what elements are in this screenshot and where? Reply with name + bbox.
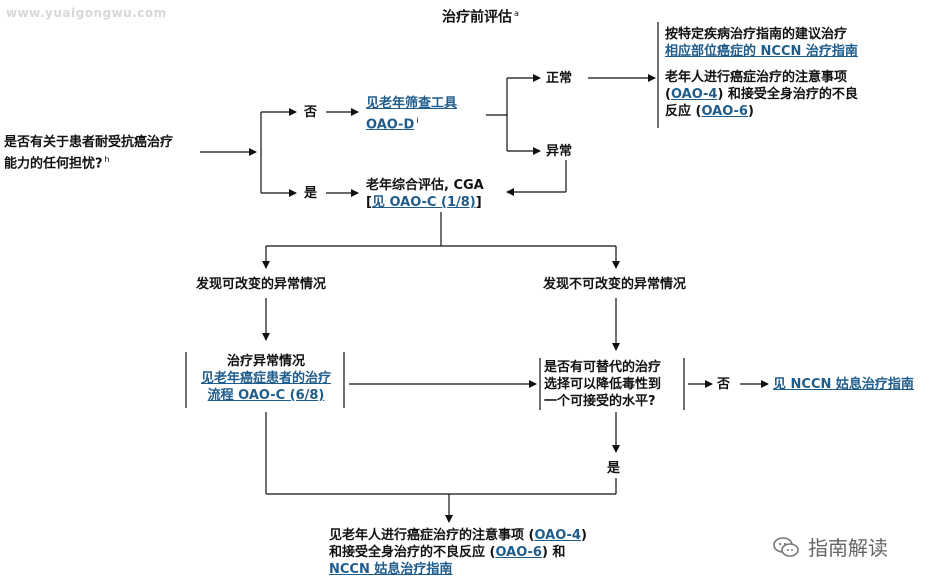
cga-box: 老年综合评估, CGA [见 OAO-C (1/8)] [366,178,484,210]
oao-6-link[interactable]: OAO-6 [701,104,748,119]
normal-label: 正常 [546,71,573,86]
recommendation-box: 按特定疾病治疗指南的建议治疗 相应部位癌症的 NCCN 治疗指南 老年人进行癌症… [665,26,858,120]
palliative-link-box: 见 NCCN 姑息治疗指南 [773,376,914,393]
oao-c-6-link[interactable]: 流程 OAO-C (6/8) [207,388,325,403]
rec-line1: 按特定疾病治疗指南的建议治疗 [665,27,848,42]
brand-name: 指南解读 [808,536,888,560]
oao-c-1-link[interactable]: 见 OAO-C (1/8) [371,195,476,210]
treat-title: 治疗异常情况 [226,354,305,369]
geriatric-treatment-link[interactable]: 见老年癌症患者的治疗 [200,371,331,386]
nonmodifiable-findings: 发现不可改变的异常情况 [543,277,687,292]
no-label: 否 [304,105,318,120]
brand-badge: 指南解读 [772,532,888,561]
abnormal-label: 异常 [546,144,573,159]
yes-label: 是 [304,186,318,201]
oao-4-link[interactable]: OAO-4 [670,87,718,102]
final-palliative-link[interactable]: NCCN 姑息治疗指南 [329,562,453,577]
start-question-line1: 是否有关于患者耐受抗癌治疗 [4,135,174,150]
watermark: www.yuaigongwu.com [6,6,167,20]
start-question-line2: 能力的任何担忧?h [4,155,110,172]
final-oao-6-link[interactable]: OAO-6 [495,545,542,560]
nccn-palliative-link[interactable]: 见 NCCN 姑息治疗指南 [773,377,914,392]
cga-title: 老年综合评估, CGA [366,178,484,193]
wechat-icon [773,536,799,557]
final-oao-4-link[interactable]: OAO-4 [534,528,581,543]
treat-abnormalities-box: 治疗异常情况 见老年癌症患者的治疗 流程 OAO-C (6/8) [190,353,342,404]
start-question: 是否有关于患者耐受抗癌治疗 能力的任何担忧?h [4,134,173,172]
final-recommendation-box: 见老年人进行癌症治疗的注意事项 (OAO-4) 和接受全身治疗的不良反应 (OA… [329,528,587,577]
rec-line3: 老年人进行癌症治疗的注意事项 [665,70,848,85]
screening-tool-link[interactable]: 见老年筛查工具 [366,96,458,111]
modifiable-findings: 发现可改变的异常情况 [196,277,327,292]
alternative-treatment-question: 是否有可替代的治疗 选择可以降低毒性到 一个可接受的水平? [544,360,662,409]
nccn-site-guidelines-link[interactable]: 相应部位癌症的 NCCN 治疗指南 [665,44,858,59]
rec-line5: 反应 (OAO-6) [665,104,754,119]
rec-line4: (OAO-4) 和接受全身治疗的不良 [665,87,858,102]
oao-d-link[interactable]: OAO-D [366,117,415,133]
alt-yes-label: 是 [607,461,621,476]
alt-no-label: 否 [717,377,731,392]
